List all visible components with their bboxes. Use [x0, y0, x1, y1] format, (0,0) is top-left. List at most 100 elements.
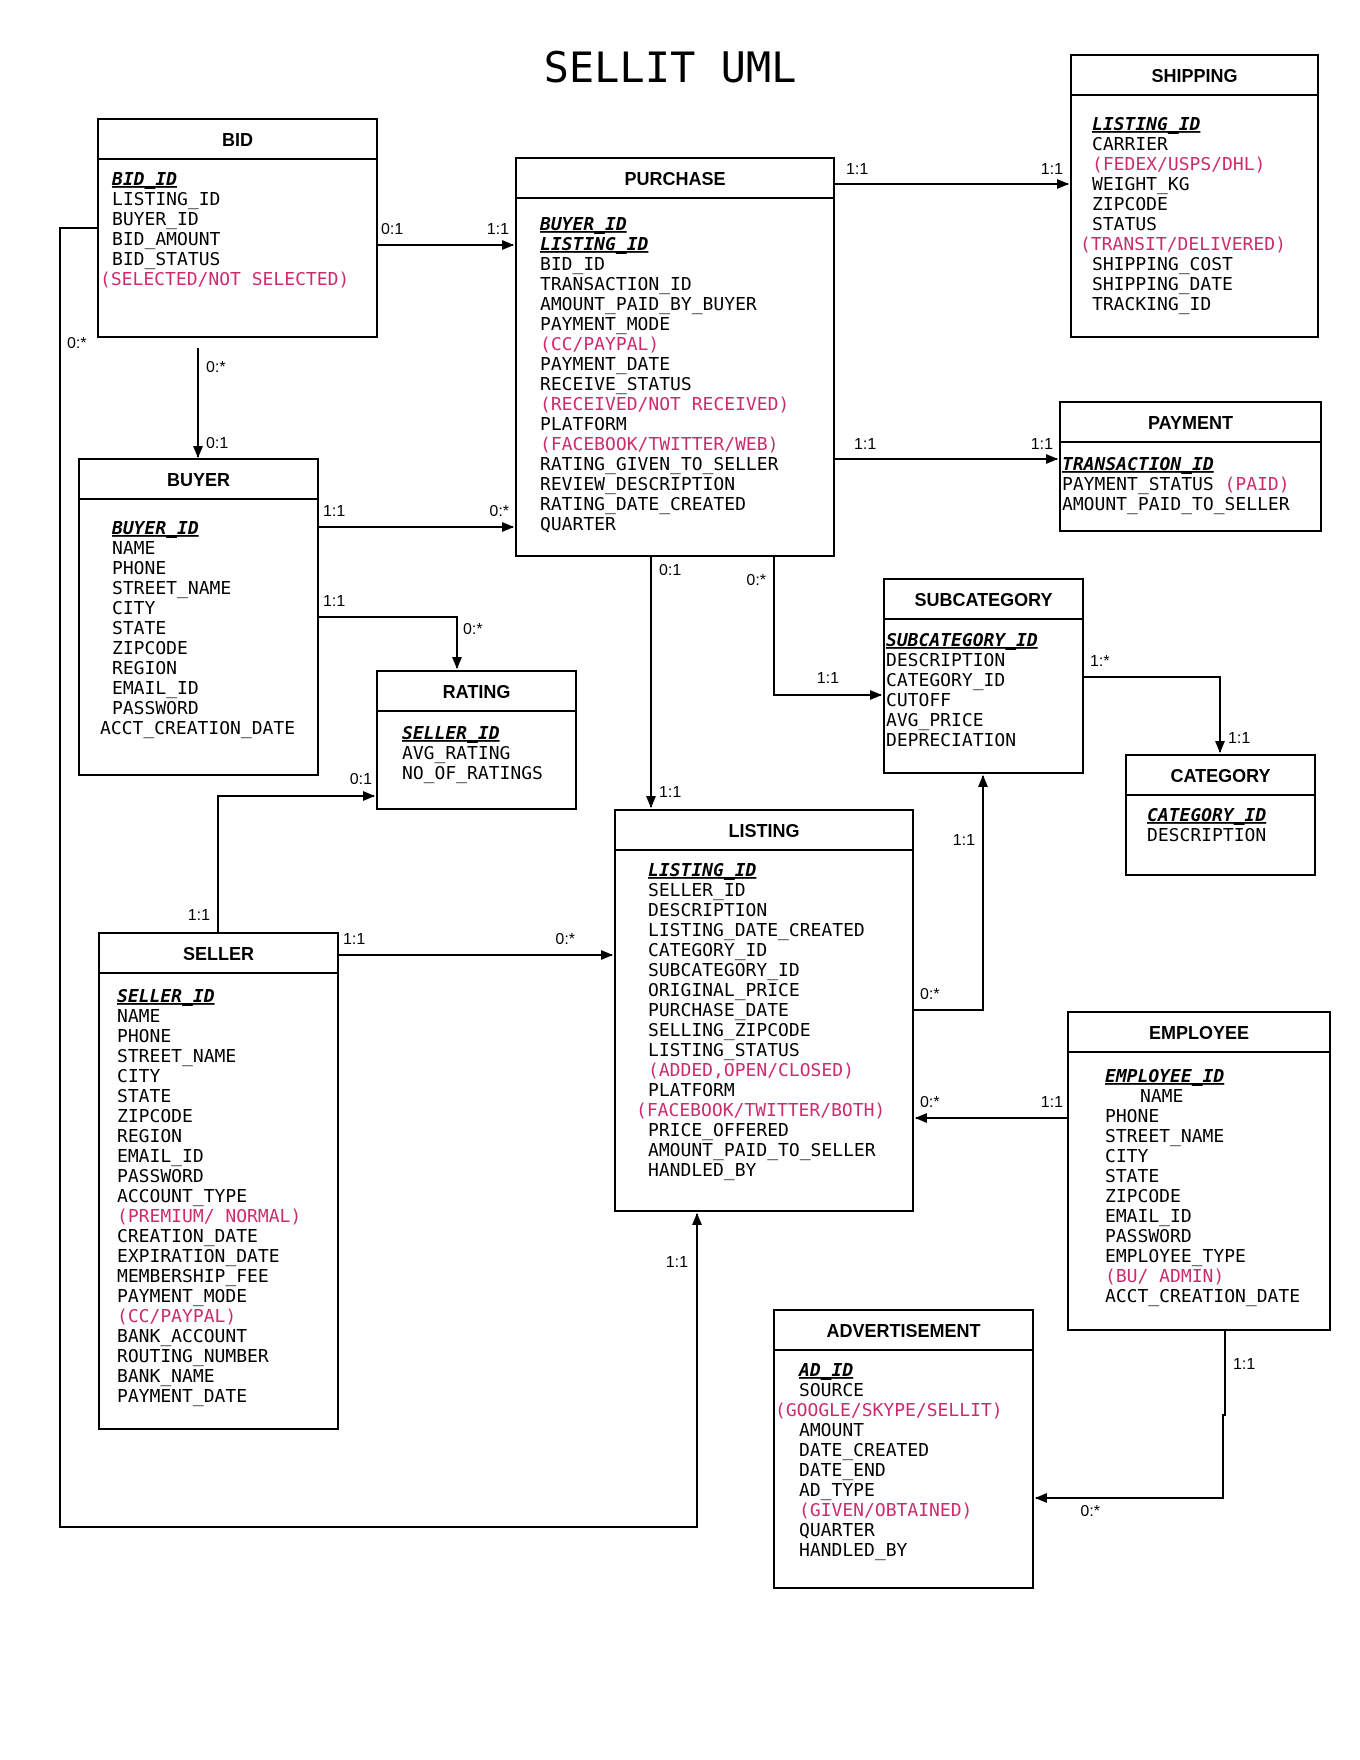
- attribute-text: AMOUNT_PAID_BY_BUYER: [540, 294, 757, 315]
- attribute-advertisement: HANDLED_BY: [799, 1540, 908, 1561]
- attribute-text: PURCHASE_DATE: [648, 1000, 789, 1021]
- cardinality-purchase-listing-from: 0:1: [659, 562, 681, 579]
- relationship-subcategory-category: [1083, 676, 1225, 753]
- attribute-employee: STATE: [1105, 1166, 1159, 1187]
- attribute-purchase: AMOUNT_PAID_BY_BUYER: [540, 294, 757, 315]
- entity-seller-box: [98, 932, 339, 1430]
- entity-buyer-box: [78, 458, 319, 776]
- attribute-text: STREET_NAME: [1105, 1126, 1224, 1147]
- cardinality-employee-listing-to: 0:*: [920, 1094, 940, 1111]
- attribute-text: BID_STATUS: [112, 249, 220, 270]
- cardinality-seller-listing-from: 1:1: [343, 931, 365, 948]
- attribute-seller: BANK_ACCOUNT: [117, 1326, 247, 1347]
- attribute-text: STREET_NAME: [112, 578, 231, 599]
- entity-advertisement-box: [773, 1309, 1034, 1589]
- attribute-advertisement: AD_TYPE: [799, 1480, 875, 1501]
- entity-employee[interactable]: EMPLOYEEEMPLOYEE_IDNAMEPHONESTREET_NAMEC…: [1067, 1011, 1331, 1331]
- attribute-shipping: TRACKING_ID: [1092, 294, 1211, 315]
- attribute-text: AMOUNT: [799, 1420, 864, 1441]
- entity-seller[interactable]: SELLERSELLER_IDNAMEPHONESTREET_NAMECITYS…: [98, 932, 339, 1430]
- cardinality-employee-listing-from: 1:1: [1041, 1094, 1063, 1111]
- attribute-text: DATE_END: [799, 1460, 886, 1481]
- attribute-employee: CITY: [1105, 1146, 1149, 1167]
- entity-listing-box: [614, 809, 914, 1212]
- entity-bid-name: BID: [222, 130, 253, 150]
- attribute-text: AVG_PRICE: [886, 710, 984, 731]
- entity-listing[interactable]: LISTINGLISTING_IDSELLER_IDDESCRIPTIONLIS…: [614, 809, 914, 1212]
- attribute-text: (CC/PAYPAL): [117, 1306, 236, 1327]
- attribute-text: PASSWORD: [1105, 1226, 1192, 1247]
- attribute-text: ZIPCODE: [117, 1106, 193, 1127]
- entity-shipping-box: [1070, 54, 1319, 338]
- cardinality-buyer-rating-to: 0:*: [463, 621, 483, 638]
- attribute-text: PAYMENT_DATE: [117, 1386, 247, 1407]
- attribute-text: SHIPPING_DATE: [1092, 274, 1233, 295]
- attribute-text: CITY: [112, 598, 156, 619]
- attribute-seller: CREATION_DATE: [117, 1226, 258, 1247]
- attribute-text: (GOOGLE/SKYPE/SELLIT): [775, 1400, 1003, 1421]
- entity-employee-name: EMPLOYEE: [1149, 1023, 1249, 1043]
- attribute-text: CATEGORY_ID: [1147, 805, 1266, 826]
- attribute-shipping: (TRANSIT/DELIVERED): [1080, 234, 1286, 255]
- entity-bid[interactable]: BIDBID_IDLISTING_IDBUYER_IDBID_AMOUNTBID…: [97, 118, 378, 338]
- attribute-text: RATING_DATE_CREATED: [540, 494, 746, 515]
- attribute-listing: PRICE_OFFERED: [648, 1120, 789, 1141]
- cardinality-bid-listing-to: 1:1: [666, 1254, 688, 1271]
- attribute-bid: BID_STATUS: [112, 249, 220, 270]
- attribute-text: STATE: [117, 1086, 171, 1107]
- attribute-text: QUARTER: [540, 514, 616, 535]
- attribute-buyer: NAME: [112, 538, 155, 559]
- attribute-subcategory: DESCRIPTION: [886, 650, 1005, 671]
- entity-subcategory[interactable]: SUBCATEGORYSUBCATEGORY_IDDESCRIPTIONCATE…: [883, 578, 1084, 774]
- attribute-advertisement: (GOOGLE/SKYPE/SELLIT): [775, 1400, 1003, 1421]
- attribute-purchase: PLATFORM: [540, 414, 627, 435]
- cardinality-purchase-subcategory-to: 1:1: [817, 670, 839, 687]
- attribute-text: STREET_NAME: [117, 1046, 236, 1067]
- attribute-advertisement: AMOUNT: [799, 1420, 864, 1441]
- attribute-text: REGION: [112, 658, 177, 679]
- attribute-shipping: STATUS: [1092, 214, 1157, 235]
- attribute-text: STATE: [112, 618, 166, 639]
- entity-advertisement[interactable]: ADVERTISEMENTAD_IDSOURCE(GOOGLE/SKYPE/SE…: [773, 1309, 1034, 1589]
- attribute-text: SELLING_ZIPCODE: [648, 1020, 811, 1041]
- cardinality-buyer-rating-from: 1:1: [323, 593, 345, 610]
- attribute-text: SELLER_ID: [648, 880, 746, 901]
- cardinality-bid-purchase-to: 1:1: [487, 221, 509, 238]
- attribute-text: SUBCATEGORY_ID: [886, 630, 1038, 651]
- attribute-text: QUARTER: [799, 1520, 875, 1541]
- attribute-text: (TRANSIT/DELIVERED): [1080, 234, 1286, 255]
- attribute-employee: EMPLOYEE_TYPE: [1105, 1246, 1246, 1267]
- cardinality-bid-buyer-from: 0:*: [206, 359, 226, 376]
- attribute-listing: PLATFORM: [648, 1080, 735, 1101]
- attribute-text: STATUS: [1092, 214, 1157, 235]
- attribute-text: BID_ID: [111, 169, 177, 190]
- entity-seller-name: SELLER: [183, 944, 254, 964]
- entity-buyer[interactable]: BUYERBUYER_IDNAMEPHONESTREET_NAMECITYSTA…: [78, 458, 319, 776]
- entity-shipping[interactable]: SHIPPINGLISTING_IDCARRIER(FEDEX/USPS/DHL…: [1070, 54, 1319, 338]
- attribute-purchase: RATING_GIVEN_TO_SELLER: [540, 454, 779, 475]
- primary-key-subcategory: SUBCATEGORY_ID: [886, 630, 1038, 651]
- attribute-text: (RECEIVED/NOT RECEIVED): [540, 394, 789, 415]
- attribute-text: ZIPCODE: [1105, 1186, 1181, 1207]
- attribute-purchase: PAYMENT_MODE: [540, 314, 670, 335]
- attribute-text: LISTING_ID: [540, 234, 649, 255]
- attribute-advertisement: (GIVEN/OBTAINED): [799, 1500, 972, 1521]
- attribute-buyer: PHONE: [112, 558, 166, 579]
- attribute-text: AMOUNT_PAID_TO_SELLER: [1062, 494, 1290, 515]
- primary-key-category: CATEGORY_ID: [1147, 805, 1266, 826]
- relationship-buyer-rating: [318, 616, 462, 669]
- attribute-text: (BU/ ADMIN): [1105, 1266, 1224, 1287]
- attribute-text: REGION: [117, 1126, 182, 1147]
- primary-key-buyer: BUYER_ID: [111, 518, 199, 539]
- attribute-text: CATEGORY_ID: [886, 670, 1005, 691]
- attribute-listing: DESCRIPTION: [648, 900, 767, 921]
- entity-purchase[interactable]: PURCHASEBUYER_IDLISTING_IDBID_IDTRANSACT…: [515, 157, 835, 557]
- attribute-text: PHONE: [117, 1026, 171, 1047]
- attribute-text: ZIPCODE: [112, 638, 188, 659]
- attribute-bid: (SELECTED/NOT SELECTED): [100, 269, 349, 290]
- attribute-purchase: (RECEIVED/NOT RECEIVED): [540, 394, 789, 415]
